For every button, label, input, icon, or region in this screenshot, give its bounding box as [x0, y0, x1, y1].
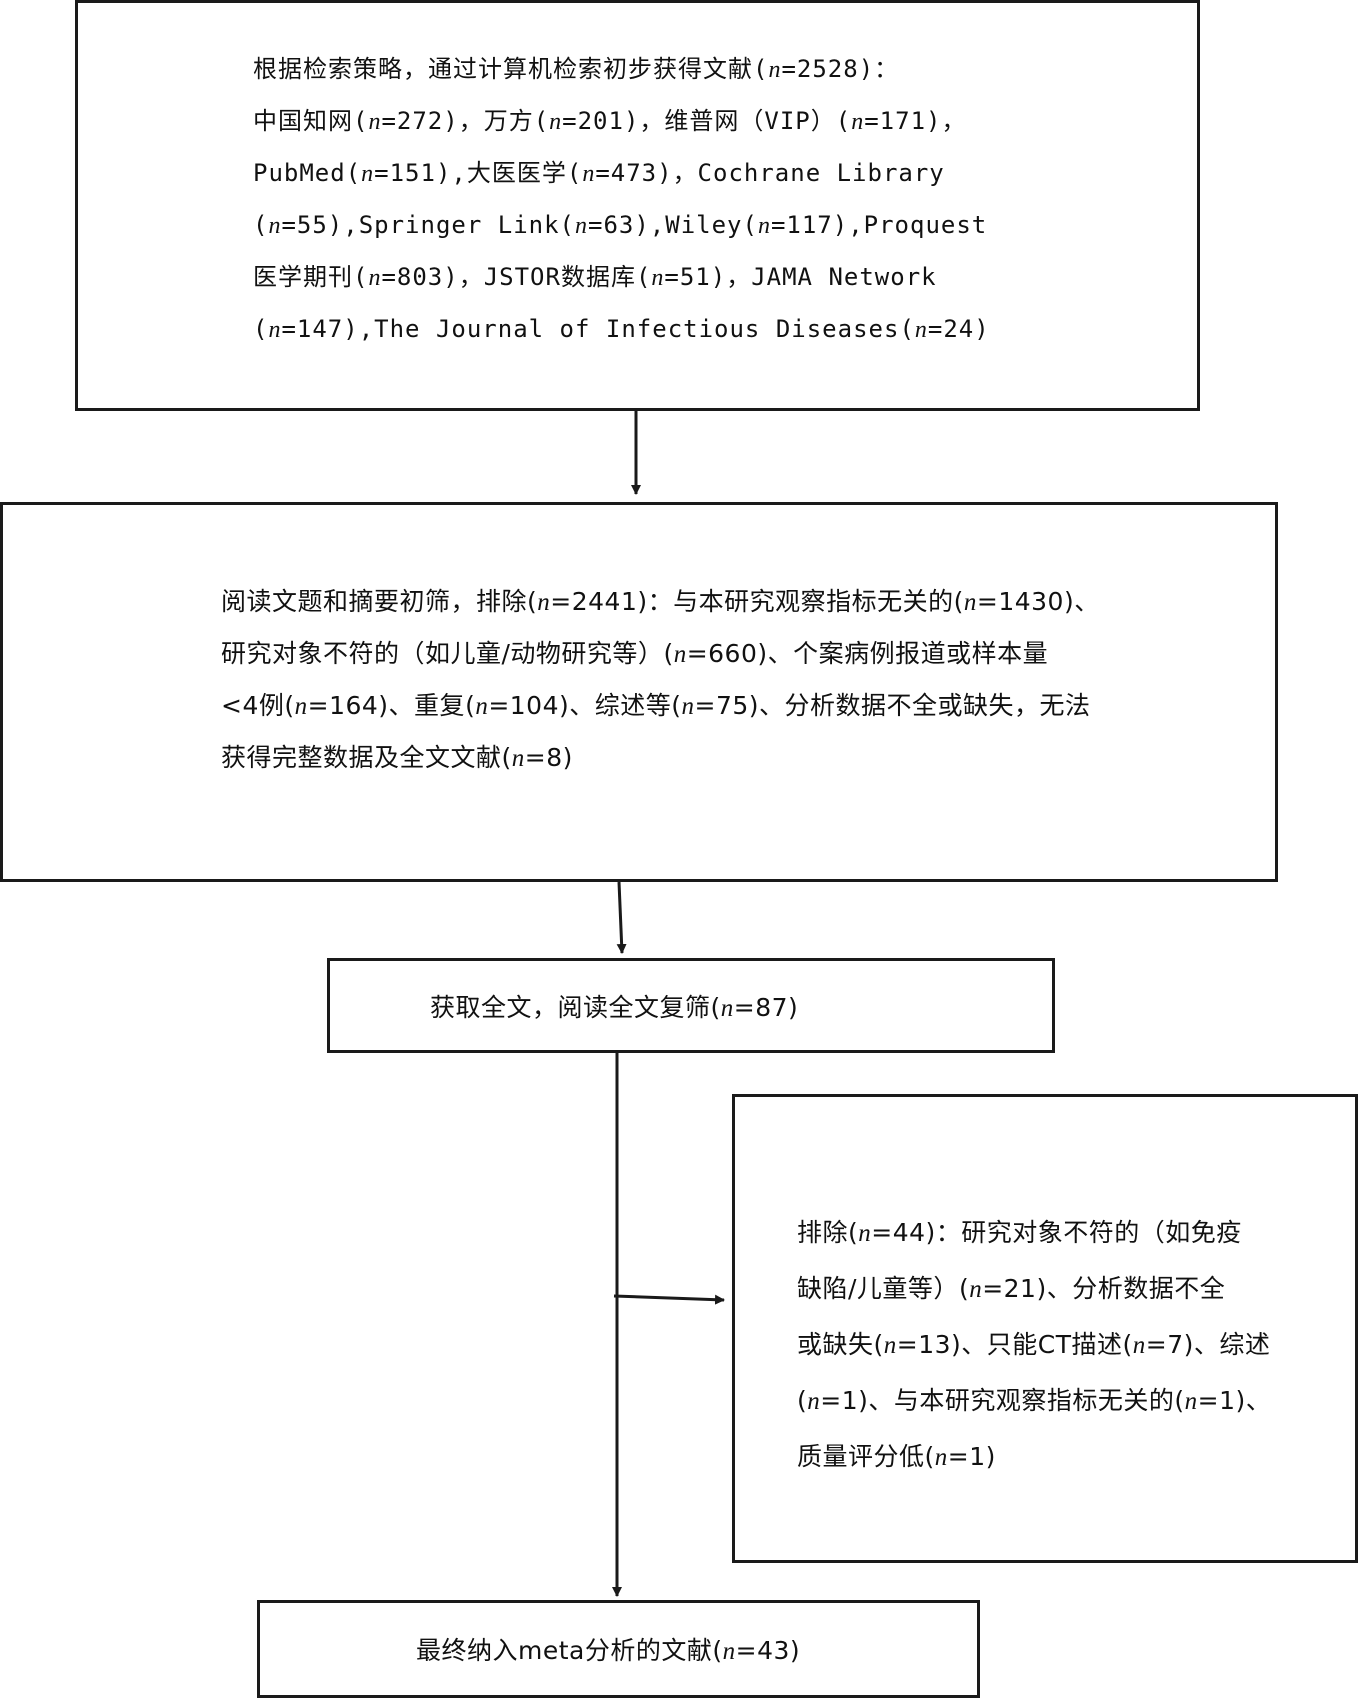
exclusion-line: 质量评分低(n=1) — [797, 1442, 996, 1471]
identification-box: 根据检索策略，通过计算机检索初步获得文献(n=2528)： 中国知网(n=272… — [75, 0, 1200, 411]
included-studies-label: 最终纳入meta分析的文献(n=43) — [416, 1636, 801, 1665]
identification-line: 根据检索策略，通过计算机检索初步获得文献(n=2528)： — [253, 55, 900, 83]
screening-line: <4例(n=164)、重复(n=104)、综述等(n=75)、分析数据不全或缺失… — [221, 691, 1091, 720]
included-studies-box: 最终纳入meta分析的文献(n=43) — [257, 1600, 980, 1698]
screening-line: 阅读文题和摘要初筛，排除(n=2441)：与本研究观察指标无关的(n=1430)… — [221, 587, 1100, 616]
exclusion-text: 排除(n=44)：研究对象不符的（如免疫 缺陷/儿童等）(n=21)、分析数据不… — [797, 1205, 1271, 1485]
identification-line: 医学期刊(n=803)，JSTOR数据库(n=51)，JAMA Network — [253, 263, 937, 291]
full-text-review-label: 获取全文，阅读全文复筛(n=87) — [430, 992, 799, 1022]
identification-text: 根据检索策略，通过计算机检索初步获得文献(n=2528)： 中国知网(n=272… — [253, 43, 990, 355]
identification-line: (n=55),Springer Link(n=63),Wiley(n=117),… — [253, 211, 988, 239]
screening-line: 获得完整数据及全文文献(n=8) — [221, 743, 573, 772]
exclusion-line: (n=1)、与本研究观察指标无关的(n=1)、 — [797, 1386, 1272, 1415]
exclusion-box: 排除(n=44)：研究对象不符的（如免疫 缺陷/儿童等）(n=21)、分析数据不… — [732, 1094, 1358, 1563]
exclusion-line: 缺陷/儿童等）(n=21)、分析数据不全 — [797, 1274, 1226, 1303]
arrow-box2-to-box3 — [616, 881, 627, 954]
exclusion-line: 排除(n=44)：研究对象不符的（如免疫 — [797, 1218, 1242, 1247]
identification-line: (n=147),The Journal of Infectious Diseas… — [253, 315, 990, 343]
screening-text: 阅读文题和摘要初筛，排除(n=2441)：与本研究观察指标无关的(n=1430)… — [221, 576, 1100, 784]
screening-line: 研究对象不符的（如儿童/动物研究等）(n=660)、个案病例报道或样本量 — [221, 639, 1049, 668]
arrow-to-exclusion-box — [613, 1294, 725, 1305]
screening-box: 阅读文题和摘要初筛，排除(n=2441)：与本研究观察指标无关的(n=1430)… — [0, 502, 1278, 882]
full-text-review-box: 获取全文，阅读全文复筛(n=87) — [327, 958, 1055, 1053]
exclusion-line: 或缺失(n=13)、只能CT描述(n=7)、综述 — [797, 1330, 1271, 1359]
identification-line: PubMed(n=151),大医医学(n=473)，Cochrane Libra… — [253, 159, 945, 187]
identification-line: 中国知网(n=272)，万方(n=201)，维普网（VIP）(n=171)， — [253, 107, 967, 135]
